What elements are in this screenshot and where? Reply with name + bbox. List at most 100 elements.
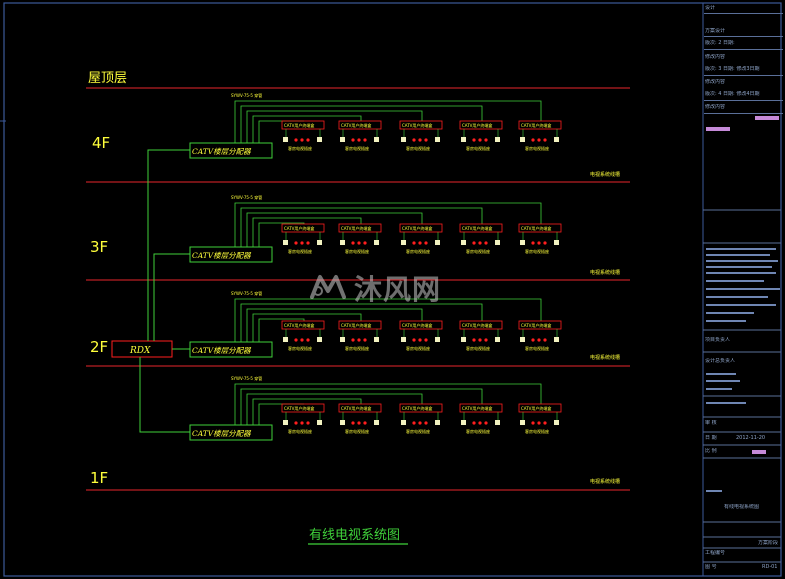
room-terminal-label: CATV用户终端盒 [402, 122, 432, 128]
outlet-indicator [531, 138, 535, 142]
tv-outlet-socket [283, 420, 288, 425]
date-value: 2012-11-20 [736, 435, 766, 441]
info-bar [706, 320, 746, 322]
tv-outlet-socket [283, 337, 288, 342]
branch-cable-label: SYWV-75-5 穿管 [231, 194, 262, 200]
room-terminal-box [518, 120, 562, 130]
tv-outlet-socket [401, 240, 406, 245]
outlet-indicator [357, 421, 361, 425]
branch-wire [240, 388, 483, 425]
branch-wire [252, 115, 362, 143]
outlet-indicator [306, 138, 310, 142]
branch-wire [240, 303, 483, 342]
outlet-indicator [418, 421, 422, 425]
outlet-indicator [478, 421, 482, 425]
outlet-indicator [478, 338, 482, 342]
room-terminal-label: CATV用户终端盒 [341, 322, 371, 328]
tb-rule [704, 13, 783, 14]
room-terminal-box [518, 320, 562, 330]
title-block-row: 版次: 4 日期: 修改4日期 [705, 91, 760, 97]
outlet-indicator [363, 241, 367, 245]
outlet-indicator [294, 421, 298, 425]
outlet-indicator [412, 338, 416, 342]
outlet-indicator [531, 338, 535, 342]
outlet-indicator [306, 421, 310, 425]
room-terminal-box [281, 403, 325, 413]
room-terminal-box [459, 223, 503, 233]
tv-outlet-socket [461, 420, 466, 425]
outlet-indicator [543, 421, 547, 425]
tv-outlet-socket [495, 137, 500, 142]
info-bar [706, 296, 768, 298]
outlet-indicator [363, 138, 367, 142]
room-terminal-box [338, 320, 382, 330]
branch-wire [234, 100, 542, 143]
drawing-name: 有线电视系统图 [724, 504, 760, 510]
info-bar [706, 266, 772, 268]
watermark: 沐风网 [308, 268, 441, 308]
date-label: 日 期 [705, 435, 717, 441]
tv-outlet-socket [435, 337, 440, 342]
outlet-indicator [537, 338, 541, 342]
room-note-label: 客房电视插座 [406, 248, 430, 254]
room-terminal-label: CATV用户终端盒 [521, 122, 551, 128]
tv-outlet-socket [554, 137, 559, 142]
outlet-indicator [300, 241, 304, 245]
tv-outlet-socket [495, 420, 500, 425]
catv-amplifier-label: CATV楼层分配器 [192, 429, 252, 438]
room-terminal-box [459, 320, 503, 330]
tv-outlet-socket [461, 240, 466, 245]
tv-outlet-socket [554, 337, 559, 342]
tv-outlet-socket [401, 337, 406, 342]
watermark-text: 沐风网 [354, 273, 442, 306]
room-terminal-box [399, 120, 443, 130]
room-terminal-box [459, 120, 503, 130]
title-block-row: 版次: 2 日期: [705, 40, 735, 46]
outlet-indicator [351, 138, 355, 142]
room-terminal-box [399, 320, 443, 330]
branch-wire [246, 393, 423, 425]
tb-rule [704, 49, 783, 50]
watermark-logo-icon [310, 275, 346, 299]
catv-amplifier-box [189, 424, 273, 441]
room-terminal-label: CATV用户终端盒 [462, 322, 492, 328]
title-block-row: 修改内容 [705, 104, 726, 110]
cable-tray-note: 电视系统线槽 [590, 478, 620, 485]
tv-outlet-socket [374, 420, 379, 425]
branch-cable-label: SYWV-75-5 穿管 [231, 290, 262, 296]
catv-amplifier-label: CATV楼层分配器 [192, 346, 252, 355]
room-terminal-label: CATV用户终端盒 [284, 122, 314, 128]
room-note-label: 客房电视插座 [288, 428, 312, 434]
outlet-indicator [300, 338, 304, 342]
tv-outlet-socket [461, 137, 466, 142]
revision-highlight [706, 127, 730, 131]
title-block-row: 设计 [705, 5, 716, 11]
tv-outlet-socket [435, 240, 440, 245]
room-note-label: 客房电视插座 [345, 145, 369, 151]
room-terminal-box [518, 223, 562, 233]
info-bar [706, 280, 764, 282]
room-terminal-box [281, 320, 325, 330]
info-bar [706, 254, 770, 256]
tv-outlet-socket [374, 337, 379, 342]
room-note-label: 客房电视插座 [288, 248, 312, 254]
room-note-label: 客房电视插座 [525, 145, 549, 151]
room-terminal-box [399, 223, 443, 233]
tb-rule [704, 113, 783, 114]
outlet-indicator [412, 241, 416, 245]
room-terminal-box [338, 120, 382, 130]
scale-highlight [752, 450, 766, 454]
room-terminal-box [281, 120, 325, 130]
tv-outlet-socket [374, 240, 379, 245]
branch-wire [252, 398, 362, 425]
scale-label: 比 例 [705, 448, 717, 454]
project-number-label: 工程编号 [705, 550, 726, 556]
room-terminal-label: CATV用户终端盒 [402, 322, 432, 328]
tv-outlet-socket [340, 137, 345, 142]
room-note-label: 客房电视插座 [525, 428, 549, 434]
outlet-indicator [484, 421, 488, 425]
check-label: 审 核 [705, 420, 717, 426]
tv-outlet-socket [520, 337, 525, 342]
branch-wire [252, 313, 362, 342]
riser-3f [153, 253, 190, 341]
